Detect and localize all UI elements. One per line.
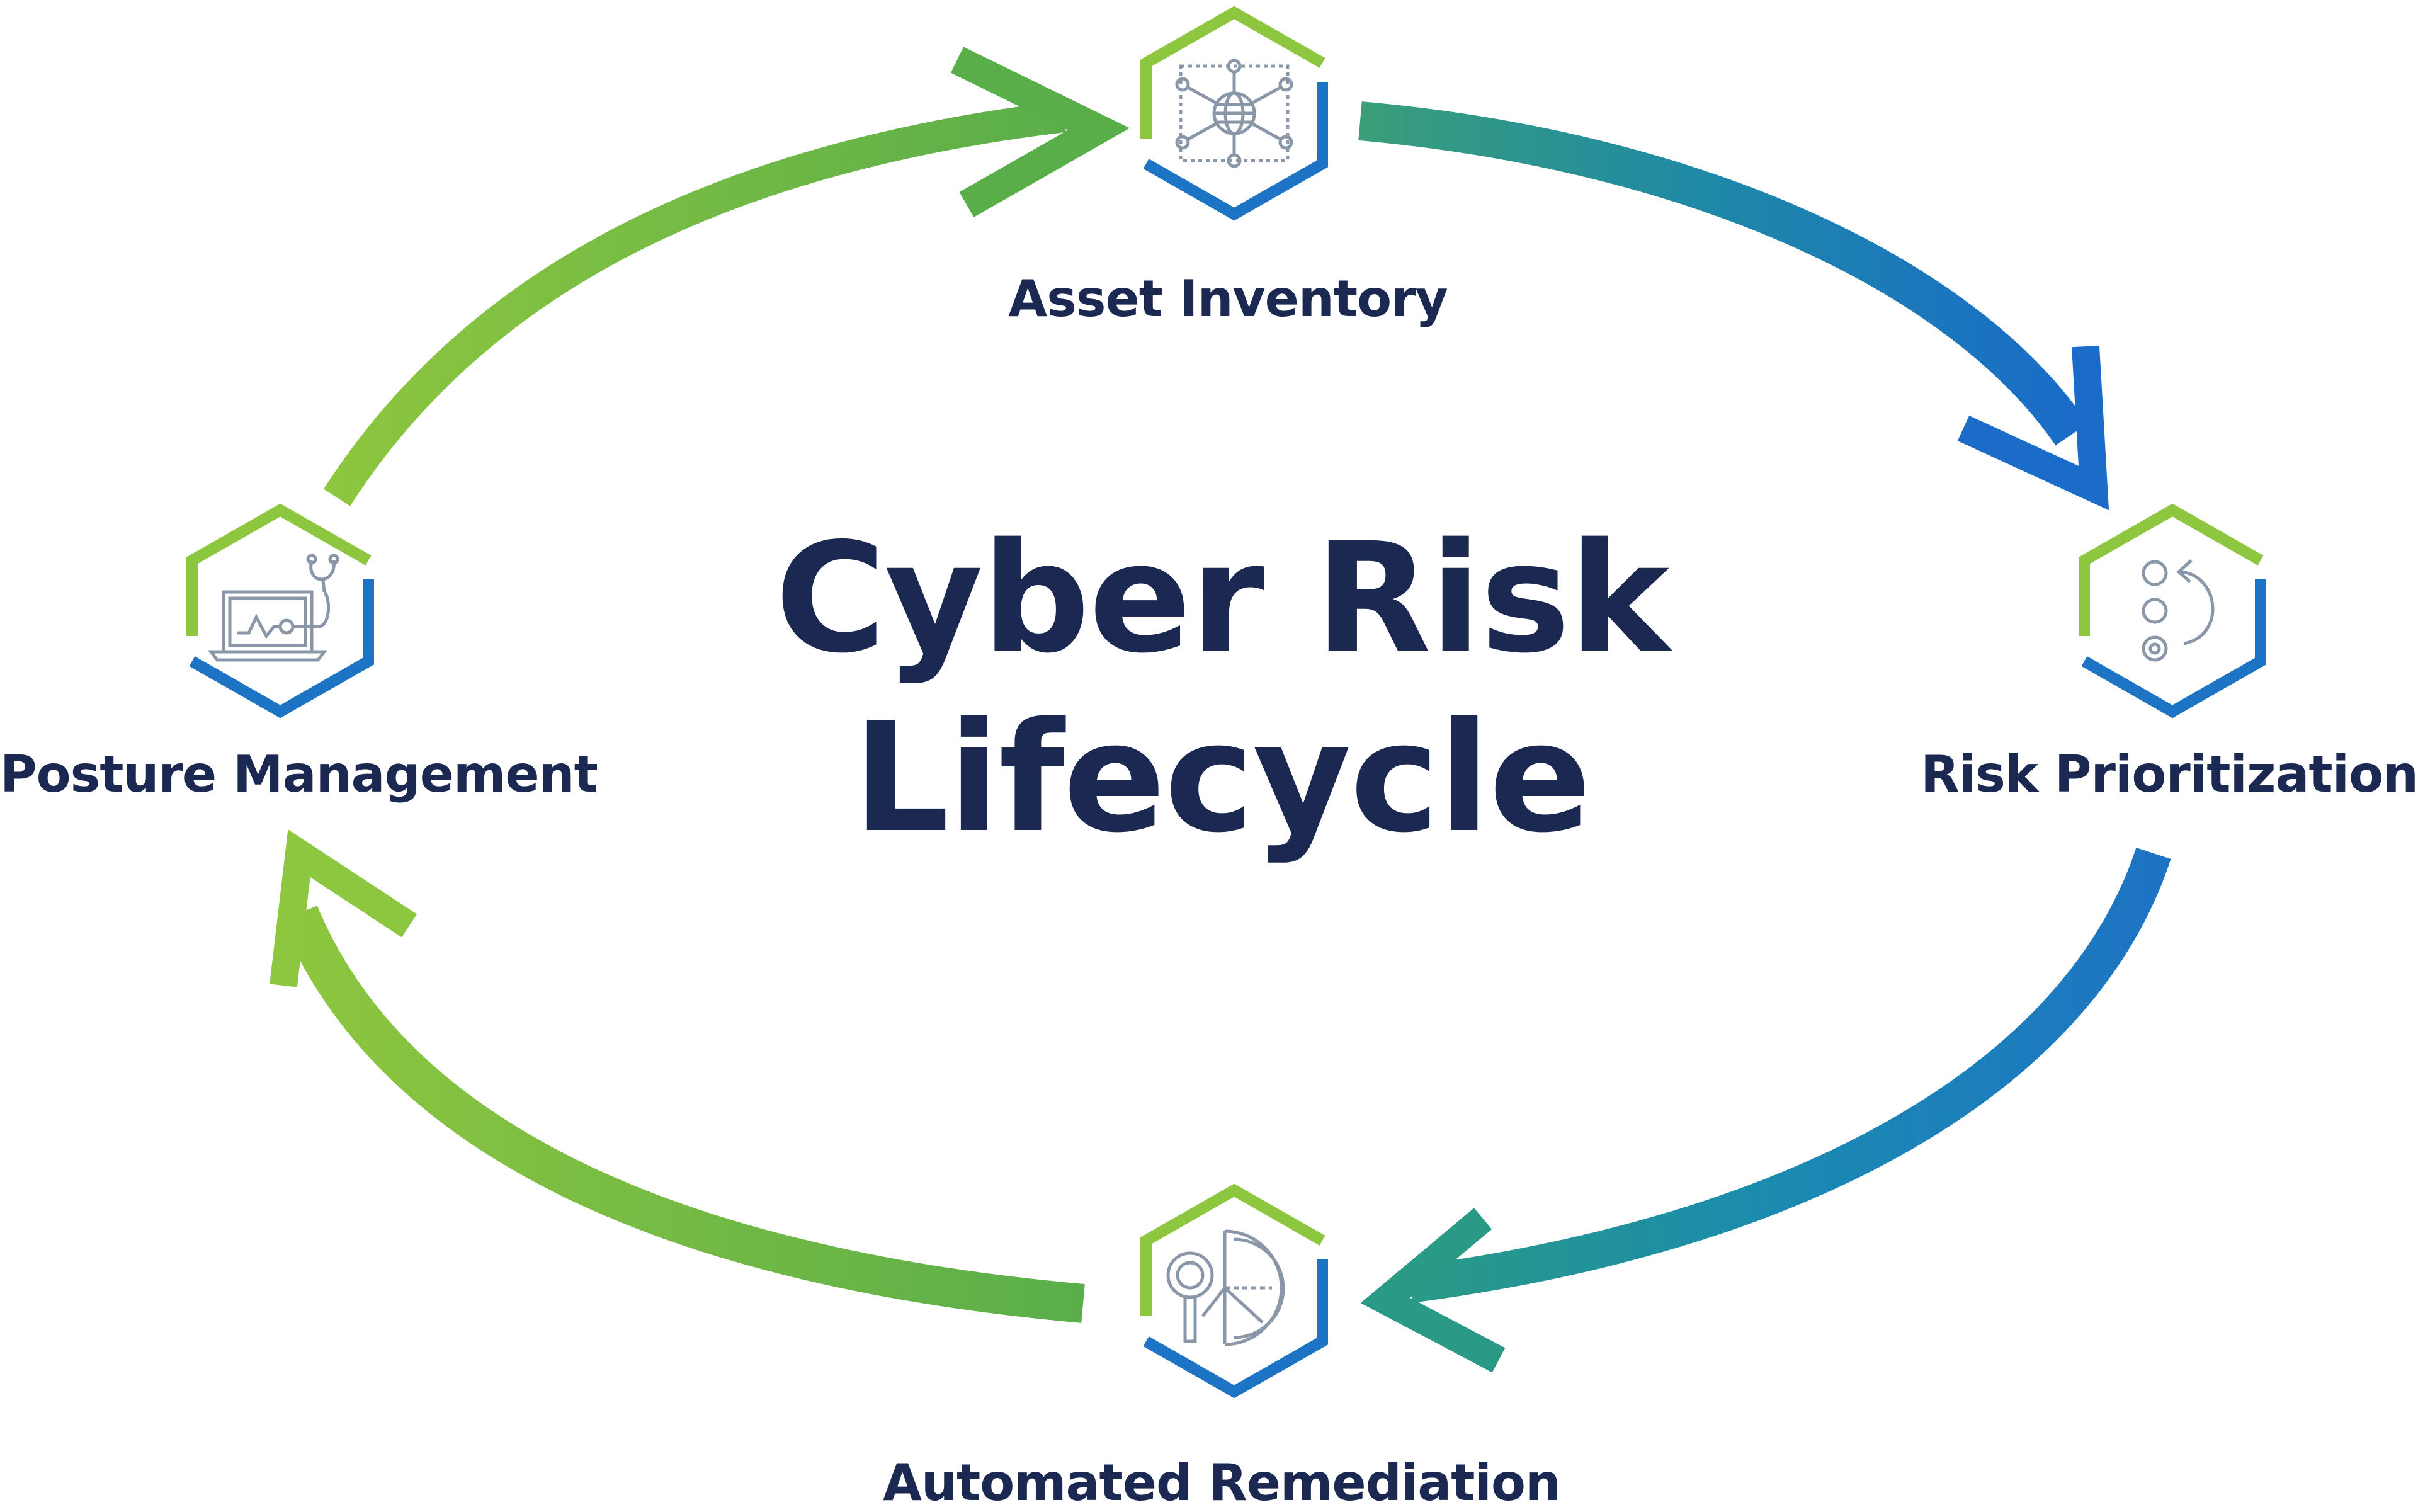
stage-label-posture-management: Posture Management (0, 745, 598, 804)
analysis-magnifier-icon (1166, 1229, 1285, 1346)
arrow-remed-to-posture (270, 829, 1085, 1323)
stage-label-automated-remediation: Automated Remediation (883, 1453, 1561, 1512)
hexagon-risk-prioritization (2079, 503, 2266, 719)
arrow-risk-to-remed (1360, 847, 2171, 1373)
diagram-title-line2: Lifecycle (853, 690, 1591, 866)
hexagon-posture-management (186, 503, 374, 719)
network-globe-icon (1175, 59, 1293, 168)
hexagon-automated-remediation (1140, 1183, 1328, 1399)
stage-label-asset-inventory: Asset Inventory (1008, 270, 1448, 328)
stage-label-risk-prioritization: Risk Prioritization (1921, 745, 2418, 804)
arrow-asset-to-risk (1358, 101, 2109, 511)
priority-list-icon (2142, 559, 2215, 662)
arrow-posture-to-asset (323, 47, 1130, 506)
laptop-stethoscope-icon (207, 554, 339, 662)
diagram-title-line1: Cyber Risk (775, 510, 1670, 686)
hexagon-asset-inventory (1140, 6, 1328, 221)
